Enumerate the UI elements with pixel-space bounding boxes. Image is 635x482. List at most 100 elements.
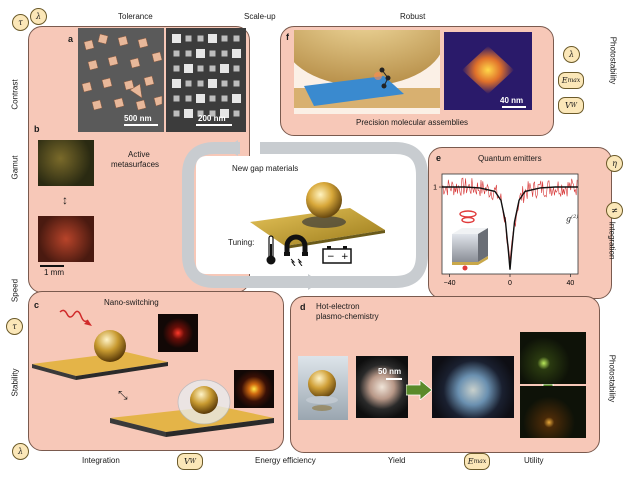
g2-label-base: g [566, 214, 572, 224]
array-element [184, 109, 193, 118]
tuning-label: Tuning: [228, 238, 255, 247]
center-title: New gap materials [232, 164, 299, 173]
tau-symbol-left: τ [6, 318, 23, 335]
scalebar-50nm [386, 378, 402, 380]
array-element [184, 64, 193, 73]
sem-image-array [166, 28, 246, 132]
lambda-symbol-bottom: λ [12, 443, 29, 460]
cycle-arrow-drawing [182, 140, 428, 290]
panel-f-letter: f [286, 32, 289, 42]
v-w-symbol-right-sub: W [570, 102, 577, 109]
panel-d-letter: d [300, 302, 306, 312]
tau-symbol: τ [12, 14, 29, 31]
gap-particle-illustration [240, 170, 390, 252]
array-element [220, 109, 229, 118]
dark-field-red-spot [158, 314, 198, 352]
x-tick-label: 0 [508, 280, 512, 287]
hot-electron-particle-drawing [306, 370, 338, 411]
green-arrow-right-icon [405, 379, 433, 401]
magnet-icon [284, 234, 308, 267]
array-element [208, 79, 217, 88]
array-element [221, 50, 228, 57]
label-photostability-top: Photostability [608, 36, 618, 85]
scalebar-200nm [196, 124, 232, 126]
panel-f-caption: Precision molecular assemblies [356, 118, 469, 127]
panel-d-title-line1: Hot-electron [316, 302, 360, 311]
tem-image-after [432, 356, 514, 418]
label-gamut: Gamut [10, 155, 20, 180]
neq-symbol: ≠ [606, 202, 623, 219]
double-arrow-icon: ↕ [62, 193, 68, 207]
light-wave-icon [58, 308, 98, 338]
metasurface-image-top [38, 140, 94, 186]
array-element [197, 80, 204, 87]
thermometer-icon [264, 234, 278, 266]
gap-particle-drawing [250, 182, 385, 249]
thermometer-drawing [266, 235, 276, 265]
cycle-arrow [180, 140, 430, 290]
panel-d-title-line2: plasmo-chemistry [316, 312, 379, 321]
svg-text:−: − [327, 252, 335, 262]
panel-e-title: Quantum emitters [478, 154, 542, 163]
label-speed: Speed [10, 278, 20, 303]
g2-label-sup: (2) [571, 214, 579, 220]
array-element [233, 80, 240, 87]
scale-label-50nm: 50 nm [378, 367, 402, 376]
array-element [197, 65, 204, 72]
label-contrast: Contrast [10, 79, 20, 110]
array-element [208, 34, 217, 43]
scale-label-1mm: 1 mm [44, 268, 64, 277]
x-tick-label: −40 [444, 280, 456, 287]
v-w-symbol-right-base: V [565, 101, 571, 110]
nano-switch-on-illustration [108, 370, 278, 446]
panel-a-letter: a [68, 34, 74, 44]
pl-map-drawing [444, 32, 532, 110]
array-element [196, 94, 205, 103]
panel-e-letter: e [436, 153, 442, 163]
g2-fit-line [442, 186, 578, 270]
scalebar-40nm [502, 106, 526, 108]
label-stability: Stability [10, 368, 20, 397]
molecular-assembly-drawing [294, 30, 440, 114]
green-arrow-right-drawing [405, 379, 433, 401]
array-element [173, 95, 180, 102]
nanocrystals-drawing [78, 28, 164, 132]
v-w-symbol-bottom-base: V [184, 457, 190, 466]
array-element [232, 49, 241, 58]
array-element [173, 110, 180, 117]
battery-drawing: − + [322, 246, 352, 264]
pl-map-image [444, 32, 532, 110]
panel-b-title-line1: Active [128, 150, 150, 159]
array-element [185, 50, 192, 57]
panel-c-letter: c [34, 300, 40, 310]
g2-label: g(2) [566, 214, 578, 224]
battery-icon: − + [322, 244, 352, 264]
switch-double-arrow-icon: ⤡ [118, 388, 128, 402]
scale-label-200nm: 200 nm [198, 114, 226, 123]
v-w-symbol-bottom-sub: W [189, 458, 196, 465]
array-element [221, 95, 228, 102]
array-element [221, 80, 228, 87]
svg-text:+: + [341, 252, 349, 262]
array-element [233, 35, 240, 42]
array-element [220, 64, 229, 73]
label-scale-up: Scale-up [244, 12, 276, 21]
label-integration-right: Integration [607, 221, 617, 260]
array-element [185, 95, 192, 102]
array-element [233, 110, 240, 117]
e-max-symbol-right-base: E [561, 76, 568, 85]
array-element [185, 35, 192, 42]
quantum-emitter-cube-illustration [448, 206, 494, 276]
panel-c-title: Nano-switching [104, 298, 159, 307]
nano-switch-off-drawing [32, 330, 168, 380]
label-utility: Utility [524, 456, 544, 465]
array-element [197, 35, 204, 42]
panel-b-title-line2: metasurfaces [111, 160, 160, 169]
array-element [233, 65, 240, 72]
label-yield: Yield [388, 456, 406, 465]
array-element [221, 35, 228, 42]
sem-image-nanocrystals [78, 28, 164, 132]
